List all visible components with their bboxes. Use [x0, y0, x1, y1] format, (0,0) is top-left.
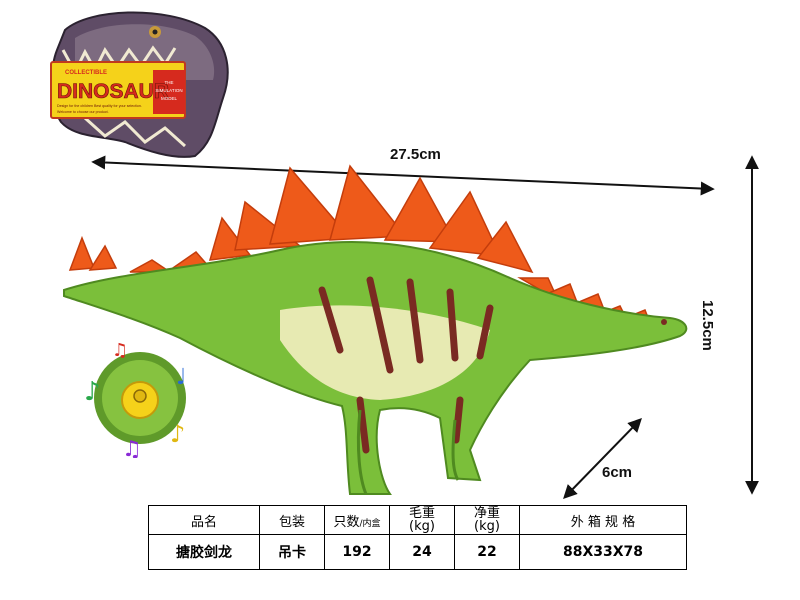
logo-tagline-1: Design for the children Best quality for…: [57, 104, 142, 108]
spec-table-header-row: 品名 包装 只数/内盒 毛重(kg) 净重(kg) 外 箱 规 格: [148, 505, 687, 535]
logo-title: DINOSAUR: [57, 80, 169, 103]
length-arrow: [91, 155, 715, 196]
header-qty-sub: /内盒: [359, 518, 381, 529]
sound-button-icon: ♪ ♫ ♩ ♫ ♪: [84, 340, 186, 458]
stegosaurus-toy-image: [63, 164, 688, 495]
header-qty: 只数/内盒: [324, 505, 390, 535]
height-label: 12.5cm: [699, 300, 716, 351]
logo-badge-line-1: THE: [165, 80, 174, 85]
cell-net-weight: 22: [454, 534, 520, 570]
logo-badge-line-3: MODEL: [161, 96, 178, 101]
svg-text:♪: ♪: [84, 377, 101, 407]
spec-table: 品名 包装 只数/内盒 毛重(kg) 净重(kg) 外 箱 规 格 搪胶剑龙 吊…: [148, 505, 687, 570]
cell-qty: 192: [324, 534, 390, 570]
header-net-weight: 净重(kg): [454, 505, 520, 535]
svg-text:♫: ♫: [112, 340, 128, 361]
header-package: 包装: [259, 505, 325, 535]
logo-top-tag: COLLECTIBLE: [65, 70, 107, 76]
header-name: 品名: [148, 505, 260, 535]
header-gross-unit: (kg): [409, 518, 435, 534]
logo-tagline-2: Welcome to choose our product.: [57, 110, 109, 114]
cell-name: 搪胶剑龙: [148, 534, 260, 570]
width-arrow: [563, 417, 642, 500]
header-qty-main: 只数: [333, 514, 360, 530]
dino-eye: [661, 319, 667, 325]
svg-text:♩: ♩: [176, 365, 186, 390]
svg-text:♫: ♫: [122, 437, 142, 458]
cell-gross-weight: 24: [389, 534, 455, 570]
header-carton-size: 外 箱 规 格: [519, 505, 687, 535]
dinosaur-logo: COLLECTIBLE DINOSAUR THE SIMULATION MODE…: [45, 10, 235, 160]
header-net-label: 净重: [473, 505, 500, 521]
trex-head-logo-graphic: COLLECTIBLE DINOSAUR THE SIMULATION MODE…: [50, 11, 229, 158]
spec-table-row: 搪胶剑龙 吊卡 192 24 22 88X33X78: [148, 534, 687, 570]
cell-carton-size: 88X33X78: [519, 534, 687, 570]
width-label: 6cm: [602, 464, 633, 481]
music-note-icon: ♪ ♫ ♩ ♫ ♪: [84, 340, 186, 458]
logo-badge-line-2: SIMULATION: [155, 88, 182, 93]
body-stripes: [318, 276, 494, 454]
svg-text:♪: ♪: [170, 420, 185, 448]
header-net-unit: (kg): [474, 518, 500, 534]
length-label: 27.5cm: [390, 146, 441, 163]
header-gross-weight: 毛重(kg): [389, 505, 455, 535]
header-gross-label: 毛重: [408, 505, 435, 521]
cell-package: 吊卡: [259, 534, 325, 570]
